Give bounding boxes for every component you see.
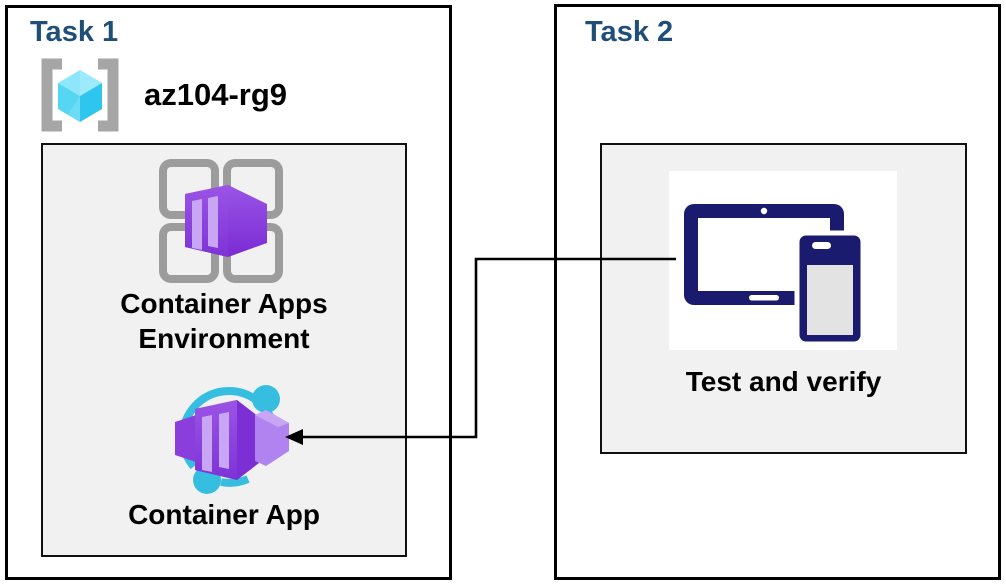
task1-title: Task 1 bbox=[30, 16, 119, 48]
container-app-icon bbox=[175, 385, 289, 494]
resource-group-row: az104-rg9 bbox=[32, 57, 287, 133]
task1-box: Task 1 az104-rg9 bbox=[5, 5, 452, 580]
task2-box: Task 2 Test and verify bbox=[554, 4, 1001, 580]
resource-group-icon bbox=[41, 58, 119, 132]
task2-title: Task 2 bbox=[585, 16, 674, 48]
task2-panel: Test and verify bbox=[600, 143, 967, 454]
devices-card bbox=[669, 171, 897, 350]
test-and-verify-label: Test and verify bbox=[685, 366, 882, 397]
container-app-label: Container App bbox=[128, 499, 320, 530]
task1-panel: Container Apps Environment bbox=[41, 143, 407, 557]
devices-icon bbox=[684, 204, 866, 347]
resource-group-name: az104-rg9 bbox=[144, 77, 288, 112]
container-apps-environment-icon bbox=[159, 159, 283, 283]
container-apps-environment-label: Container Apps Environment bbox=[120, 288, 328, 354]
